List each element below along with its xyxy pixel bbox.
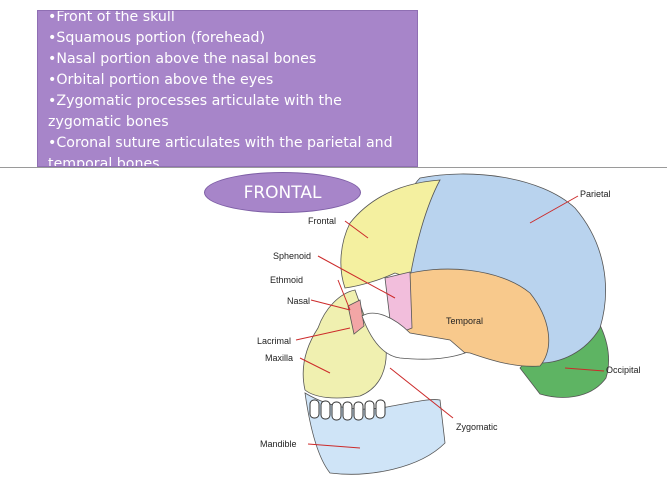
- notes-list: Front of the skull Squamous portion (for…: [48, 11, 411, 166]
- note-item: Nasal portion above the nasal bones: [48, 49, 411, 70]
- note-item: Squamous portion (forehead): [48, 28, 411, 49]
- label-temporal: Temporal: [446, 316, 483, 326]
- note-item: Zygomatic processes articulate with the …: [48, 91, 411, 133]
- notes-box: Front of the skull Squamous portion (for…: [37, 10, 418, 167]
- maxilla-bone: [302, 289, 387, 399]
- teeth: [309, 399, 386, 421]
- label-nasal: Nasal: [287, 296, 310, 306]
- leader-zygomatic: [389, 367, 454, 419]
- leader-sphenoid: [317, 255, 396, 299]
- frontal-callout: FRONTAL: [204, 172, 361, 213]
- label-mandible: Mandible: [260, 439, 297, 449]
- skull-diagram: Frontal Sphenoid Ethmoid Nasal Lacrimal …: [257, 173, 641, 475]
- note-item: Front of the skull: [48, 11, 411, 28]
- divider-line: [0, 167, 667, 168]
- leader-frontal: [344, 220, 369, 239]
- leader-ethmoid: [337, 279, 351, 311]
- leader-mandible: [307, 443, 361, 449]
- frontal-bone: [340, 179, 441, 289]
- leader-nasal: [310, 299, 351, 311]
- nasal-bone: [347, 299, 365, 335]
- label-parietal: Parietal: [580, 189, 611, 199]
- frontal-callout-label: FRONTAL: [243, 182, 322, 203]
- leader-occipital: [564, 367, 605, 372]
- note-item: Orbital portion above the eyes: [48, 70, 411, 91]
- label-lacrimal: Lacrimal: [257, 336, 291, 346]
- leader-lacrimal: [295, 327, 351, 341]
- label-ethmoid: Ethmoid: [270, 275, 303, 285]
- leader-maxilla: [299, 357, 331, 374]
- label-frontal: Frontal: [308, 216, 336, 226]
- label-sphenoid: Sphenoid: [273, 251, 311, 261]
- leader-parietal: [529, 195, 579, 224]
- note-item: Coronal suture articulates with the pari…: [48, 133, 411, 166]
- zygomatic-bone: [361, 312, 466, 360]
- label-zygomatic: Zygomatic: [456, 422, 498, 432]
- label-maxilla: Maxilla: [265, 353, 293, 363]
- label-occipital: Occipital: [606, 365, 641, 375]
